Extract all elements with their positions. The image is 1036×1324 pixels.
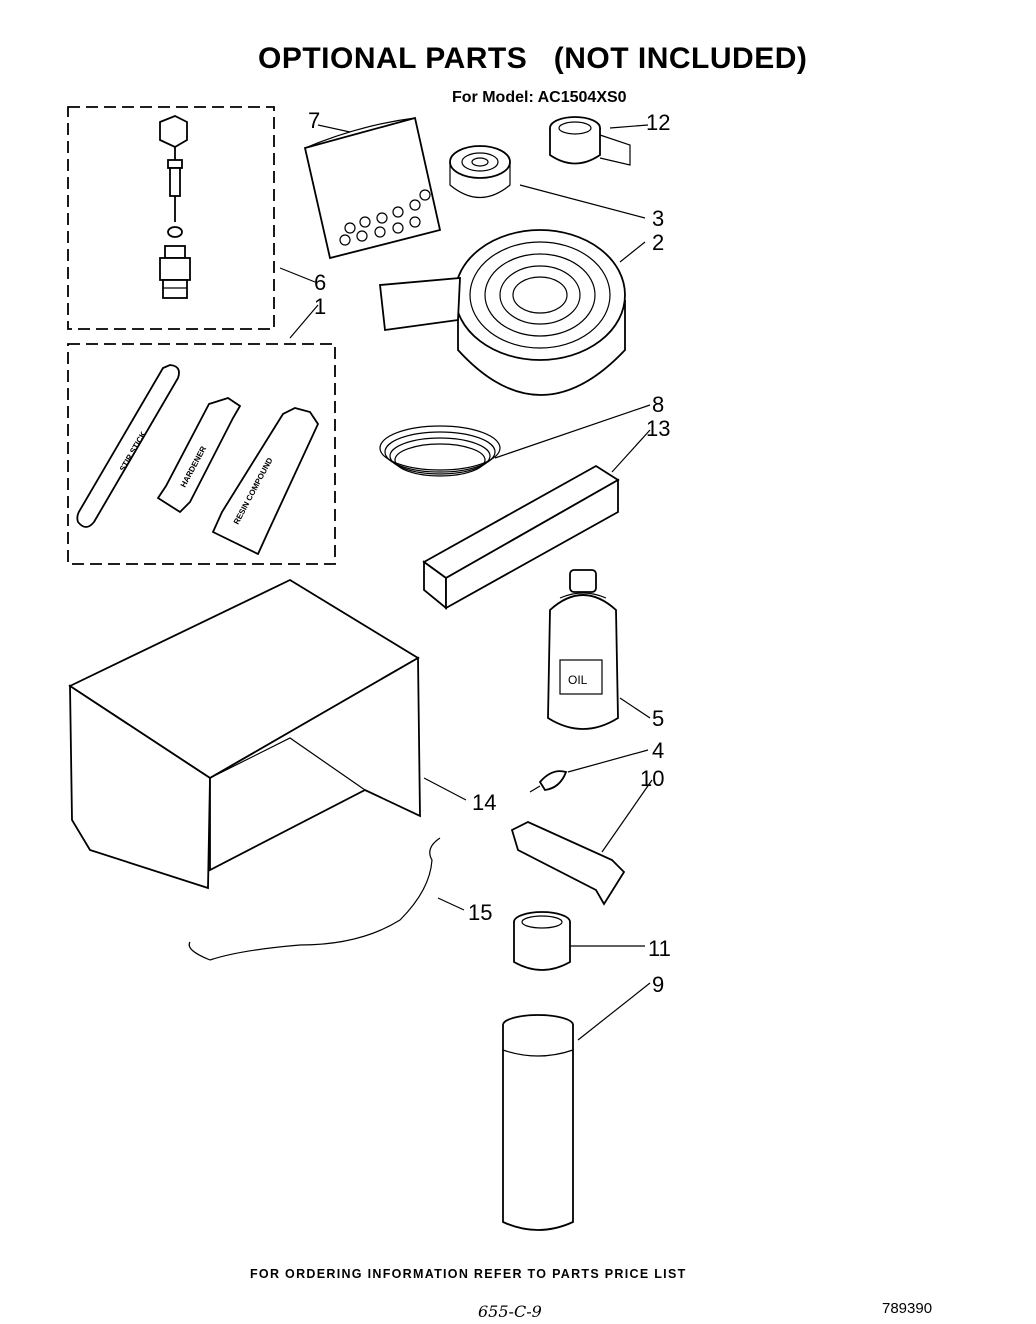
model-number: For Model: AC1504XS0 [452, 89, 627, 106]
part-9-spray-can [502, 1014, 574, 1231]
handwritten-note: 655-C-9 [478, 1302, 542, 1321]
callout-13: 13 [646, 416, 670, 441]
part-10-tube [510, 821, 626, 906]
leader-lines [279, 124, 653, 1041]
part-4-nozzle [529, 770, 568, 793]
part-8-cord [379, 425, 501, 477]
callout-8: 8 [652, 392, 664, 417]
callout-12: 12 [646, 110, 670, 135]
callout-7: 7 [308, 108, 320, 133]
part-5-oil-bottle: OIL [547, 569, 619, 730]
part-2-insulation-roll [379, 229, 626, 396]
part-14-cover [68, 578, 421, 890]
part-15-hook-cord [188, 837, 441, 961]
part-6-valve-kit [67, 106, 275, 330]
callout-3: 3 [652, 206, 664, 231]
part-1-repair-kit: STIR STICK HARDENER RESIN COMPOUND [67, 343, 336, 565]
page-title: OPTIONAL PARTS (NOT INCLUDED) [258, 42, 808, 75]
callout-10: 10 [640, 766, 664, 791]
oil-label: OIL [568, 673, 588, 687]
part-7-fittings-bag [303, 116, 442, 260]
callout-9: 9 [652, 972, 664, 997]
callout-14: 14 [472, 790, 496, 815]
callout-2: 2 [652, 230, 664, 255]
document-number: 789390 [882, 1300, 933, 1317]
part-13-foam-strip [422, 464, 620, 610]
callout-5: 5 [652, 706, 664, 731]
ordering-footer: FOR ORDERING INFORMATION REFER TO PARTS … [250, 1267, 687, 1281]
part-12-tape-roll [549, 116, 631, 166]
callout-1: 1 [314, 294, 326, 319]
callout-6: 6 [314, 270, 326, 295]
part-3-foam-tape [449, 145, 511, 198]
callout-15: 15 [468, 900, 492, 925]
callout-11: 11 [648, 936, 671, 961]
callout-4: 4 [652, 738, 664, 763]
part-11-can [513, 911, 571, 971]
